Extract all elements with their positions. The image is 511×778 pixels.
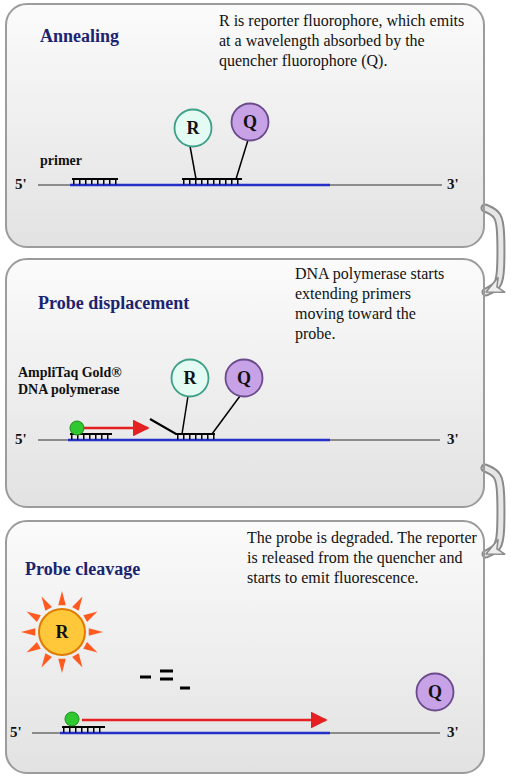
light-ray [42,653,52,667]
probe-strand [182,178,242,180]
primer-ticks [73,180,118,185]
step-title: Probe cleavage [25,558,225,580]
light-ray [72,653,82,667]
probe-fragment [140,676,151,679]
arrow-body [485,468,501,554]
light-ray [26,612,40,622]
text-slot: The probe is degraded. The reporter is r… [247,528,479,588]
circle-outline [172,360,209,397]
text-slot: R is reporter fluorophore, which emits a… [219,11,477,71]
quencher-circle: Q [224,358,264,398]
step-arrow [485,208,501,292]
reporter-circle: R [170,358,210,398]
fluorophore-letter: R [187,118,200,138]
circle-outline [232,104,269,141]
enzyme-label: AmpliTaq Gold® DNA polymerase [18,364,136,398]
extension-arrow [82,719,326,721]
primer-strand [62,726,105,728]
light-ray [89,628,103,636]
fluorophore-letter: R [184,368,197,388]
text-slot: Q [230,102,270,142]
strand-end-label: 5' [15,431,37,448]
label-slot: 3' [447,431,469,448]
step-arrow [485,468,501,554]
light-ray [26,642,40,652]
panel-ground [5,3,485,248]
light-ray [21,628,35,636]
label-slot: 3' [447,176,469,193]
panel-ground [5,258,485,508]
polymerase-dot [65,712,79,726]
reporter-circle: R [173,108,213,148]
quencher-stalk [236,140,248,179]
step-panel: Probe cleavage The probe is degraded. The… [5,520,485,774]
light-ray [58,591,66,605]
probe-ticks [177,435,215,440]
circle-outline [226,360,263,397]
step-description: The probe is degraded. The reporter is r… [247,528,479,588]
light-ray [58,659,66,673]
fluorophore-letter: R [56,622,69,642]
probe-fragment [180,687,190,690]
quencher-circle: Q [415,672,455,712]
fluorophore-letter: Q [243,112,257,132]
light-ray [83,642,97,652]
quencher-circle: Q [230,102,270,142]
label-slot: 5' [10,724,32,741]
dna-strand [38,184,442,186]
quencher-stalk [212,396,240,434]
step-title: Probe displacement [38,292,258,314]
label-slot: 5' [15,431,37,448]
probe-fragment [160,678,173,681]
reporter-burst: R [20,590,104,674]
light-ray [42,596,52,610]
fluorophore-letter: Q [428,682,442,702]
step-title: Annealing [40,25,240,47]
strand-end-label: 3' [447,724,469,741]
text-slot: Probe displacement [38,292,258,314]
text-slot: R [20,590,104,674]
probe-ticks [183,180,242,185]
circle-outline [417,674,454,711]
extension-arrow [84,427,148,429]
arrow-outline [485,468,501,554]
text-slot: Q [224,358,264,398]
step-description: R is reporter fluorophore, which emits a… [219,11,477,71]
text-slot: Probe cleavage [25,558,225,580]
burst-core [39,609,85,655]
panel-ground [5,520,485,774]
primer-strand [72,178,118,180]
primer-label: primer [40,152,120,169]
step-panel: AnnealingR is reporter fluorophore, whic… [5,3,485,248]
arrow-body [485,208,501,292]
probe-fragment [160,670,173,673]
text-slot: Annealing [40,25,240,47]
text-slot: R [173,108,213,148]
fluorophore-letter: Q [237,368,251,388]
light-ray [72,596,82,610]
label-slot: AmpliTaq Gold® DNA polymerase [18,364,136,398]
text-slot: R [170,358,210,398]
text-slot: DNA polymerase starts extending primers … [295,264,445,344]
reporter-stalk [182,396,188,434]
label-slot: 5' [15,176,37,193]
strand-end-label: 5' [15,176,37,193]
dna-strand [38,439,440,441]
circle-outline [175,110,212,147]
step-description: DNA polymerase starts extending primers … [295,264,445,344]
strand-end-label: 3' [447,431,469,448]
label-slot: primer [40,152,120,169]
strand-end-label: 3' [447,176,469,193]
polymerase-dot [70,421,84,435]
primer-ticks [63,728,105,733]
reporter-stalk [190,146,196,179]
arrow-outline [485,208,501,292]
strand-end-label: 5' [10,724,32,741]
label-slot: 3' [447,724,469,741]
light-ray [83,612,97,622]
text-slot: Q [415,672,455,712]
